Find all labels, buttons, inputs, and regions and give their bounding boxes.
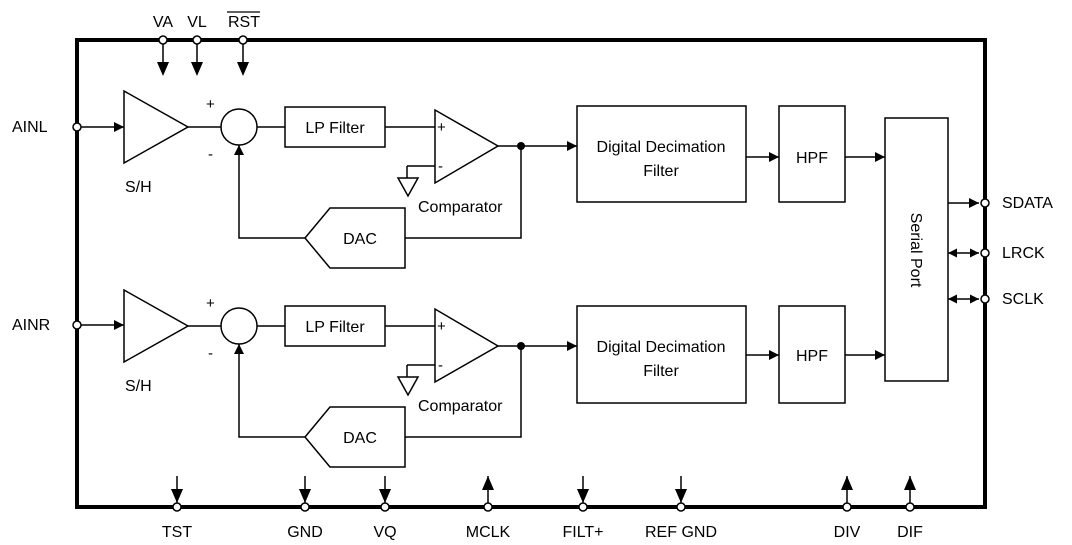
dac-label: DAC bbox=[343, 430, 377, 447]
pin-filt-plus: FILT+ bbox=[562, 476, 604, 541]
ddf-label-line2: Filter bbox=[643, 163, 679, 180]
pin-label-vq: VQ bbox=[373, 524, 396, 541]
plus-sign: + bbox=[206, 295, 215, 312]
sample-hold-amp bbox=[123, 89, 190, 165]
ground-icon bbox=[396, 376, 420, 397]
lp-filter-label: LP Filter bbox=[305, 120, 365, 137]
minus-sign: - bbox=[208, 146, 213, 163]
serial-port-label: Serial Port bbox=[907, 213, 924, 288]
dac-block bbox=[304, 406, 406, 468]
pin-label-filt-plus: FILT+ bbox=[562, 524, 603, 541]
pin-va: VA bbox=[153, 14, 173, 76]
comp-plus-sign: + bbox=[437, 318, 446, 335]
comparator-label: Comparator bbox=[418, 199, 503, 216]
ddf-box bbox=[576, 305, 747, 404]
pin-label-ainl: AINL bbox=[12, 119, 48, 136]
plus-sign: + bbox=[206, 96, 215, 113]
hpf-box bbox=[778, 105, 846, 203]
pin-ref-gnd: REF GND bbox=[645, 476, 717, 541]
sample-hold-label: S/H bbox=[125, 378, 152, 395]
pin-label-sdata: SDATA bbox=[1002, 195, 1053, 212]
pin-label-sclk: SCLK bbox=[1002, 291, 1044, 308]
summing-junction bbox=[220, 108, 258, 146]
comparator-label: Comparator bbox=[418, 398, 503, 415]
pin-label-ainr: AINR bbox=[12, 317, 50, 334]
chip-outline bbox=[75, 38, 987, 509]
pin-vl: VL bbox=[187, 14, 207, 76]
pin-ainl: AINL bbox=[12, 119, 82, 136]
pin-sclk: SCLK bbox=[948, 291, 1044, 308]
summing-junction bbox=[220, 307, 258, 345]
ddf-box bbox=[576, 105, 747, 203]
serial-port-box bbox=[884, 117, 949, 382]
lp-filter-box bbox=[284, 305, 386, 347]
ddf-label-line2: Filter bbox=[643, 363, 679, 380]
pin-tst: TST bbox=[162, 476, 192, 541]
channel-right: S/H + - LP Filter + - Comparator DAC Dig… bbox=[81, 288, 885, 468]
channel-left: S/H + - LP Filter + - Comparator DAC Dig… bbox=[81, 89, 885, 269]
comparator bbox=[434, 108, 500, 185]
pin-lrck: LRCK bbox=[948, 245, 1045, 262]
sample-hold-amp bbox=[123, 288, 190, 364]
pin-label-gnd: GND bbox=[287, 524, 323, 541]
minus-sign: - bbox=[208, 345, 213, 362]
dac-label: DAC bbox=[343, 231, 377, 248]
pin-mclk: MCLK bbox=[466, 476, 511, 541]
pin-label-div: DIV bbox=[834, 524, 861, 541]
dac-block bbox=[304, 207, 406, 269]
hpf-label: HPF bbox=[796, 150, 828, 167]
pin-sdata: SDATA bbox=[948, 195, 1053, 212]
pin-label-dif: DIF bbox=[897, 524, 923, 541]
pin-label-tst: TST bbox=[162, 524, 192, 541]
pin-label-lrck: LRCK bbox=[1002, 245, 1045, 262]
pin-label-mclk: MCLK bbox=[466, 524, 511, 541]
lp-filter-box bbox=[284, 106, 386, 148]
pin-gnd: GND bbox=[287, 476, 323, 541]
lp-filter-label: LP Filter bbox=[305, 319, 365, 336]
pin-div: DIV bbox=[834, 476, 861, 541]
comp-minus-sign: - bbox=[438, 158, 443, 175]
pin-vq: VQ bbox=[373, 476, 397, 541]
ddf-label-line1: Digital Decimation bbox=[597, 339, 726, 356]
comp-minus-sign: - bbox=[438, 357, 443, 374]
comp-plus-sign: + bbox=[437, 119, 446, 136]
pin-label-vl: VL bbox=[187, 14, 207, 31]
pin-label-ref-gnd: REF GND bbox=[645, 524, 717, 541]
pin-rst: RST bbox=[227, 11, 260, 76]
ddf-label-line1: Digital Decimation bbox=[597, 139, 726, 156]
comparator bbox=[434, 307, 500, 384]
hpf-label: HPF bbox=[796, 348, 828, 365]
pin-dif: DIF bbox=[897, 476, 923, 541]
sample-hold-label: S/H bbox=[125, 179, 152, 196]
pin-ainr: AINR bbox=[12, 317, 82, 334]
pin-label-rst: RST bbox=[228, 14, 260, 31]
ground-icon bbox=[396, 177, 420, 198]
pin-label-va: VA bbox=[153, 14, 173, 31]
